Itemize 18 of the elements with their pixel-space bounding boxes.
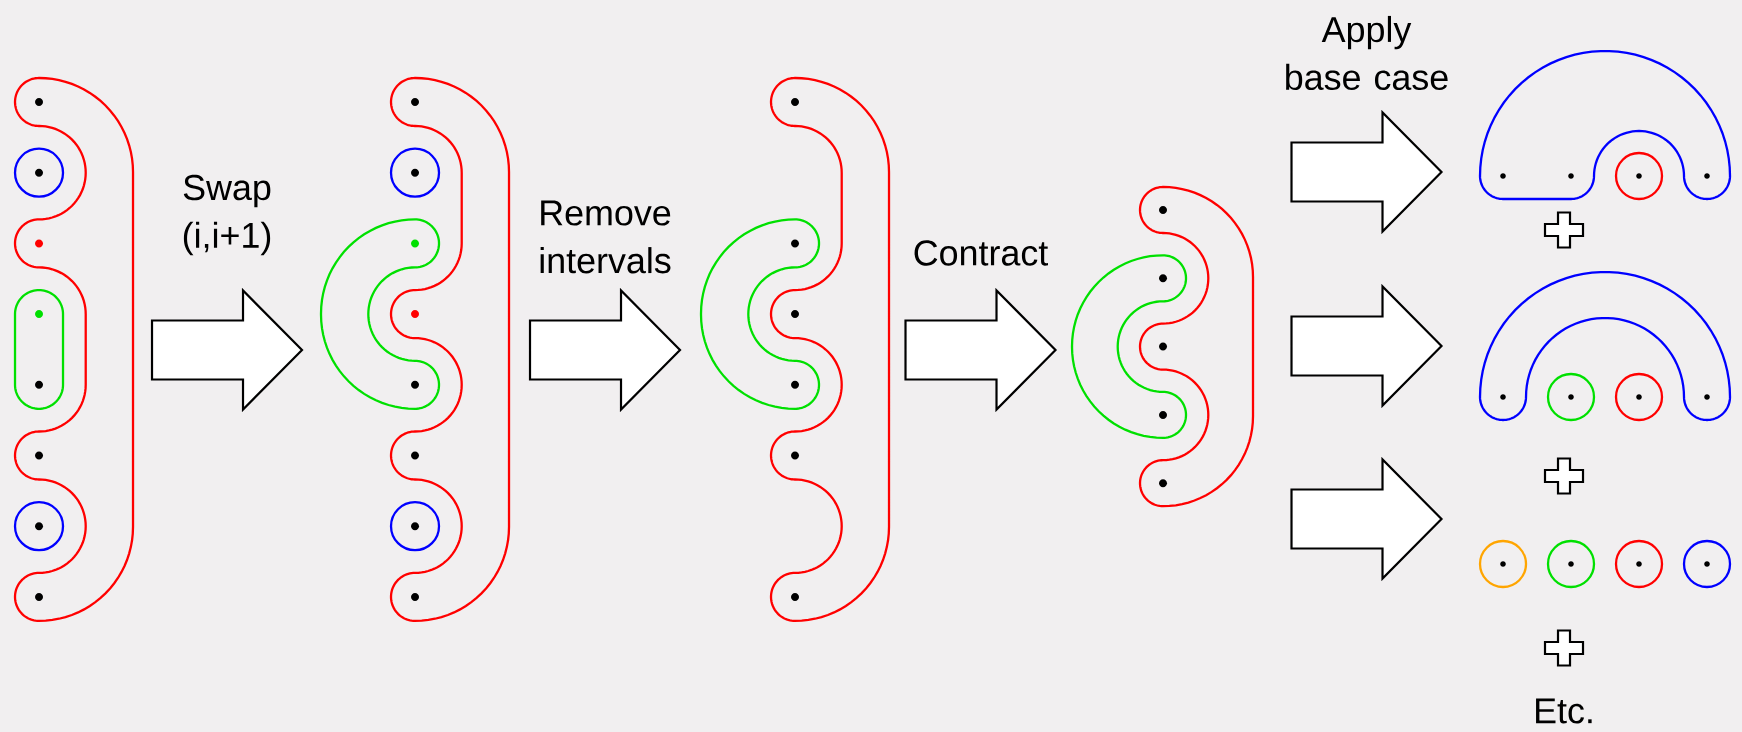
loop-drawing <box>1478 270 1732 422</box>
edge-label: Swap (i,i+1) <box>183 174 271 256</box>
edge-label: Apply base case <box>1286 15 1448 91</box>
block-arrow <box>150 287 304 413</box>
block-arrow <box>528 287 682 413</box>
note-text: Etc. <box>1536 698 1592 724</box>
loop-drawing <box>1478 49 1732 201</box>
block-arrow <box>1290 283 1444 409</box>
edge-label: Contract <box>914 240 1048 266</box>
loop-drawing <box>699 76 891 623</box>
block-arrow <box>904 287 1058 413</box>
block-arrow <box>1290 109 1444 235</box>
loop-drawing <box>319 76 511 623</box>
block-arrow <box>1290 456 1444 582</box>
loop-drawing <box>13 76 135 623</box>
loop-drawing <box>1478 539 1732 589</box>
loop-drawing <box>1070 185 1255 508</box>
edge-label: Remove intervals <box>540 200 671 274</box>
